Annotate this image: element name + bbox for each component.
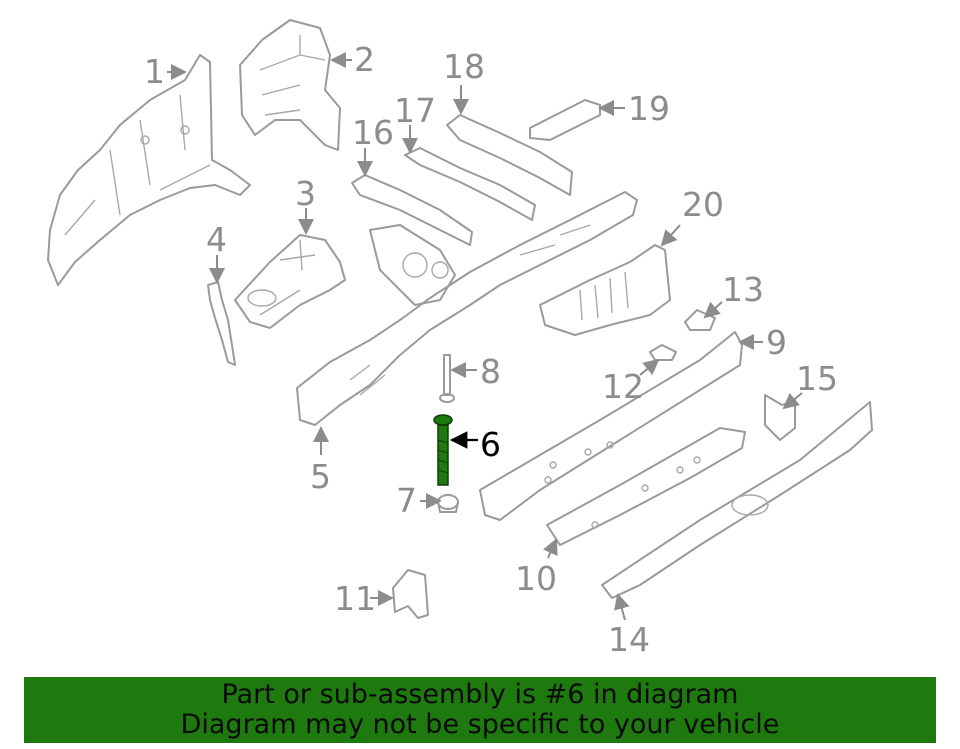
part-16-crossmember — [351, 174, 473, 246]
part-10-inner-sill — [546, 427, 746, 546]
callout-11: 11 — [334, 579, 376, 618]
callout-15: 15 — [796, 359, 838, 398]
part-2-apron — [239, 19, 341, 151]
part-11-bracket — [392, 569, 429, 619]
banner-line-1: Part or sub-assembly is #6 in diagram — [221, 679, 739, 710]
info-banner: Part or sub-assembly is #6 in diagram Di… — [24, 677, 936, 743]
callout-6: 6 — [480, 425, 501, 464]
callout-1: 1 — [144, 52, 165, 91]
part-18-crossmember — [446, 114, 573, 196]
callout-20: 20 — [682, 185, 724, 224]
part-1-wheelhouse — [47, 54, 251, 286]
part-7-nut — [437, 494, 459, 513]
banner-line-2: Diagram may not be specific to your vehi… — [180, 709, 780, 740]
callout-9: 9 — [766, 323, 787, 362]
part-12-plate — [649, 344, 677, 361]
part-13-plate — [684, 309, 716, 331]
part-20-tray — [539, 244, 671, 336]
callout-13: 13 — [722, 270, 764, 309]
part-6-bolt — [433, 414, 453, 486]
part-4-bracket — [207, 281, 236, 366]
part-3-shock-tower — [234, 234, 346, 329]
callout-19: 19 — [628, 89, 670, 128]
callout-arrows — [167, 52, 803, 621]
callout-7: 7 — [396, 481, 417, 520]
callout-5: 5 — [310, 457, 331, 496]
callout-18: 18 — [443, 47, 485, 86]
callout-17: 17 — [394, 91, 436, 130]
part-17-crossmember — [404, 147, 536, 221]
part-9-rocker — [479, 331, 743, 521]
callout-4: 4 — [206, 220, 227, 259]
callout-3: 3 — [295, 174, 316, 213]
callout-16: 16 — [352, 113, 394, 152]
part-14-outer-sill — [601, 401, 873, 599]
callout-10: 10 — [515, 559, 557, 598]
part-15-bracket — [764, 394, 796, 441]
callout-12: 12 — [602, 367, 644, 406]
callout-labels: 1 2 3 4 5 6 7 8 9 10 11 12 13 14 15 16 1… — [144, 40, 838, 659]
callout-8: 8 — [480, 352, 501, 391]
callout-2: 2 — [354, 40, 375, 79]
part-8-stud — [439, 354, 455, 403]
callout-14: 14 — [608, 620, 650, 659]
part-19-bracket — [529, 99, 601, 141]
part-5-frame-rail — [296, 191, 638, 426]
